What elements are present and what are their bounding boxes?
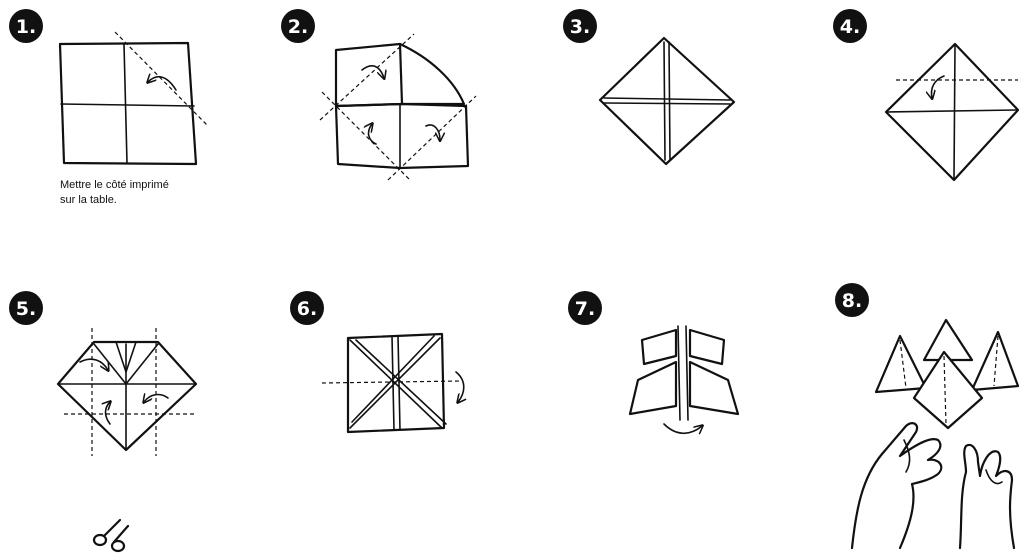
step-4: 4.: [833, 9, 1018, 180]
step-6-number: 6.: [297, 298, 317, 320]
step-7-number: 7.: [575, 298, 595, 320]
step-2-figure: [320, 34, 476, 180]
scissors-icon: [94, 520, 128, 551]
step-5-figure: [58, 328, 196, 456]
step-7-figure: [630, 326, 738, 433]
step-2: 2.: [281, 9, 476, 180]
step-8-number: 8.: [842, 290, 862, 312]
instruction-line-2: sur la table.: [60, 193, 230, 208]
step-3-badge: 3.: [563, 9, 597, 43]
step-7-badge: 7.: [568, 291, 602, 325]
fold-arrow-icon: [932, 76, 945, 98]
step-2-number: 2.: [288, 16, 308, 38]
instruction-note: Mettre le côté imprimé sur la table.: [60, 178, 230, 208]
fold-arrow-icon: [80, 359, 108, 370]
fold-arrow-icon: [426, 125, 440, 140]
fold-arrow-icon: [106, 402, 111, 424]
hand-icon: [852, 423, 941, 548]
step-4-badge: 4.: [833, 9, 867, 43]
instruction-line-1: Mettre le côté imprimé: [60, 178, 230, 193]
hand-icon: [960, 445, 1014, 548]
step-5-badge: 5.: [9, 291, 43, 325]
fold-arrow-icon: [369, 124, 376, 144]
step-1-number: 1.: [16, 16, 36, 38]
step-6-badge: 6.: [290, 291, 324, 325]
step-7: 7.: [568, 291, 738, 433]
step-4-number: 4.: [840, 16, 860, 38]
step-1-badge: 1.: [9, 9, 43, 43]
step-8-badge: 8.: [835, 283, 869, 317]
step-1: 1.: [9, 9, 208, 164]
fold-arrow-icon: [664, 424, 702, 433]
step-6: 6.: [290, 291, 464, 432]
step-5-number: 5.: [16, 298, 36, 320]
step-8: 8.: [835, 283, 1018, 548]
step-6-figure: [322, 334, 464, 432]
step-4-figure: [886, 44, 1018, 180]
step-3-number: 3.: [570, 16, 590, 38]
step-3-figure: [600, 38, 734, 164]
step-2-badge: 2.: [281, 9, 315, 43]
fold-arrow-icon: [456, 372, 464, 402]
step-5: 5.: [9, 291, 196, 456]
step-8-figure: [852, 320, 1018, 548]
step-1-figure: [60, 32, 208, 164]
step-3: 3.: [563, 9, 734, 164]
